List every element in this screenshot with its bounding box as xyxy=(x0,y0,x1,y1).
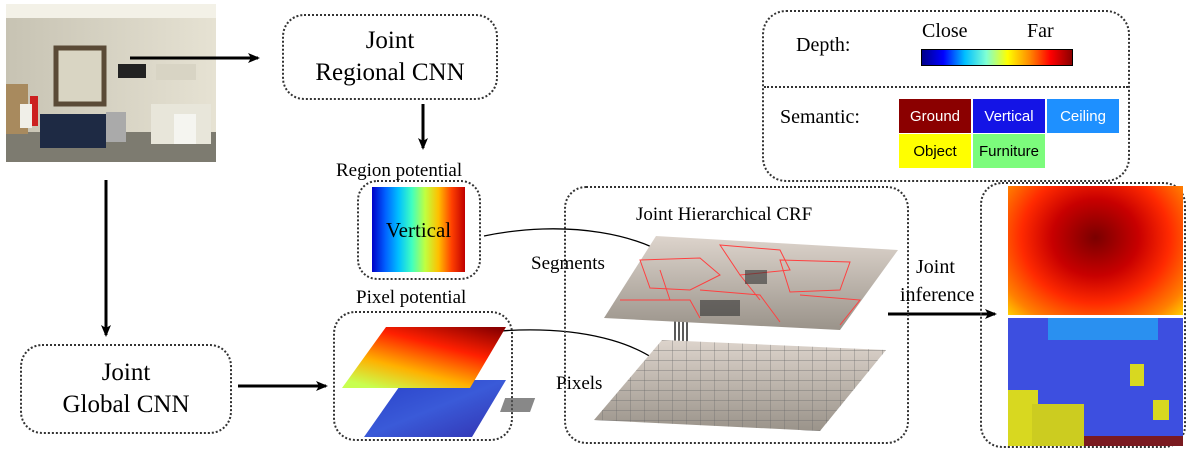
output-box xyxy=(980,182,1186,448)
semantic-output xyxy=(1008,318,1183,446)
legend-class-ceiling: Ceiling xyxy=(1047,99,1119,133)
crf-box xyxy=(564,186,909,444)
region-potential-box xyxy=(357,180,481,280)
global-cnn-label: Joint Global CNN xyxy=(20,344,232,434)
legend-class-furniture: Furniture xyxy=(973,134,1045,168)
pixels-label: Pixels xyxy=(556,373,603,394)
global-cnn-line2: Global CNN xyxy=(62,391,190,418)
pixel-potential-title: Pixel potential xyxy=(356,287,467,308)
legend-box xyxy=(762,10,1130,182)
global-cnn-line1: Joint xyxy=(101,358,151,386)
depth-close-label: Close xyxy=(922,20,968,42)
region-vertical-text: Vertical xyxy=(385,218,452,242)
global-cnn-node xyxy=(20,344,232,434)
depth-output xyxy=(1008,186,1183,315)
regional-cnn-line2: Regional CNN xyxy=(315,59,465,86)
depth-far-label: Far xyxy=(1027,20,1054,42)
regional-cnn-node xyxy=(282,14,498,100)
depth-label: Depth: xyxy=(796,34,851,56)
semantic-label: Semantic: xyxy=(780,106,860,128)
pixel-potential-box xyxy=(333,311,513,441)
region-potential-map xyxy=(372,187,465,272)
legend-class-object: Object xyxy=(899,134,971,168)
input-image xyxy=(6,4,216,162)
inference-line1: Joint xyxy=(916,256,955,278)
region-potential-title: Region potential xyxy=(336,160,463,181)
regional-cnn-label: Joint Regional CNN xyxy=(282,14,498,100)
inference-line2: inference xyxy=(900,284,975,306)
crf-title: Joint Hierarchical CRF xyxy=(636,204,813,225)
legend-class-ground: Ground xyxy=(899,99,971,133)
legend-divider xyxy=(764,86,1128,88)
legend-class-vertical: Vertical xyxy=(973,99,1045,133)
depth-colorbar xyxy=(921,49,1073,66)
regional-cnn-line1: Joint xyxy=(365,26,415,54)
segments-label: Segments xyxy=(531,253,605,274)
